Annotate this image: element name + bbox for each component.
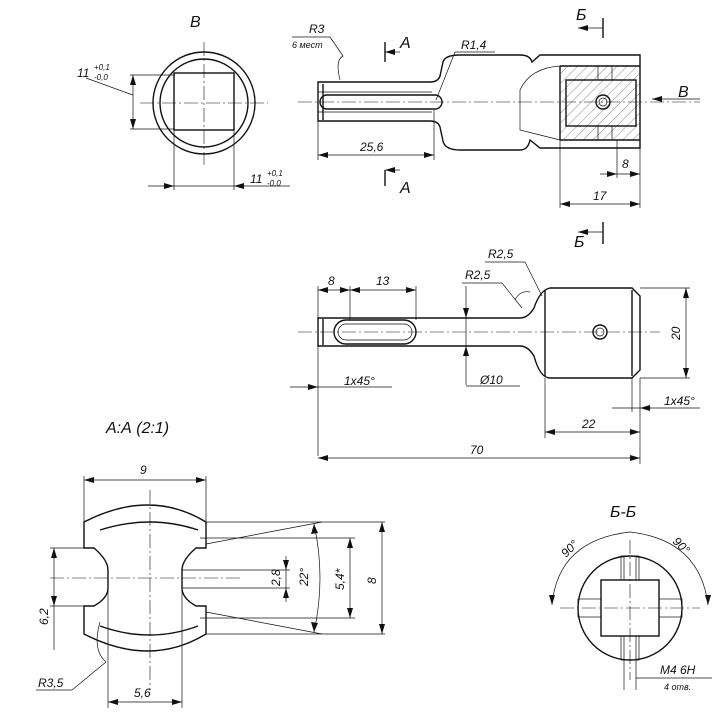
dim-bb-thread: М4 6H <box>660 663 696 677</box>
dim-aa-9: 9 <box>140 463 147 477</box>
cut-b-bottom: Б <box>574 234 584 251</box>
view-b-tol-down-2: -0,0 <box>267 179 281 188</box>
view-b-tol-up: +0,1 <box>94 63 110 72</box>
dim-r2-5-lower: R2,5 <box>465 268 491 282</box>
cut-a-top: А <box>399 35 411 52</box>
dim-20: 20 <box>669 326 683 341</box>
dim-8: 8 <box>328 274 335 288</box>
cut-b-top: Б <box>576 7 586 24</box>
dim-aa-8: 8 <box>365 577 379 584</box>
dim-aa-r3-5: R3,5 <box>38 676 64 690</box>
section-aa: А:А (2:1) 9 2,8 22° <box>36 420 385 708</box>
section-bb-title: Б-Б <box>610 504 636 521</box>
dim-25-6: 25,6 <box>359 140 384 154</box>
dim-bb-90-left: 90° <box>558 537 581 560</box>
front-view: 8 13 R2,5 R2,5 Ø10 1x45° 20 1x45 <box>290 247 700 464</box>
section-bb: Б-Б 90° 90° М4 6H 4 отв. <box>549 504 712 692</box>
dim-dia-10: Ø10 <box>479 373 503 387</box>
dim-17: 17 <box>593 189 608 203</box>
arrow-b-label: В <box>678 84 689 101</box>
view-b-dim-11-vertical: 11 <box>77 66 89 80</box>
dim-r3-note: 6 мест <box>292 40 323 50</box>
dim-aa-5-4: 5,4* <box>333 568 347 590</box>
view-b-label: В <box>190 14 201 31</box>
dim-22: 22 <box>581 417 596 431</box>
dim-13: 13 <box>376 274 390 288</box>
dim-70: 70 <box>470 443 484 457</box>
top-view: R3 6 мест R1,4 А А 25,6 Б Б <box>292 7 700 251</box>
cut-a-bottom: А <box>399 180 411 197</box>
dim-aa-5-6: 5,6 <box>134 686 151 700</box>
dim-aa-2-8: 2,8 <box>269 569 283 587</box>
view-b-tol-up-2: +0,1 <box>267 169 283 178</box>
dim-bb-thread-count: 4 отв. <box>664 682 691 692</box>
dim-8-top-view: 8 <box>622 157 629 171</box>
view-b: В 11 +0,1 -0,0 11 +0,1 -0,0 <box>77 14 290 190</box>
section-aa-title: А:А (2:1) <box>105 420 169 437</box>
view-b-tol-down: -0,0 <box>94 73 108 82</box>
dim-chamfer-left: 1x45° <box>344 374 375 388</box>
dim-bb-90-right: 90° <box>670 534 693 557</box>
dim-r3: R3 <box>309 22 325 36</box>
dim-aa-22deg: 22° <box>297 568 311 587</box>
dim-chamfer-right: 1x45° <box>664 394 695 408</box>
dim-aa-6-2: 6,2 <box>37 608 51 625</box>
dim-r1-4: R1,4 <box>461 38 487 52</box>
dim-r2-5-upper: R2,5 <box>488 247 514 261</box>
view-b-dim-11-horizontal: 11 <box>250 172 262 186</box>
